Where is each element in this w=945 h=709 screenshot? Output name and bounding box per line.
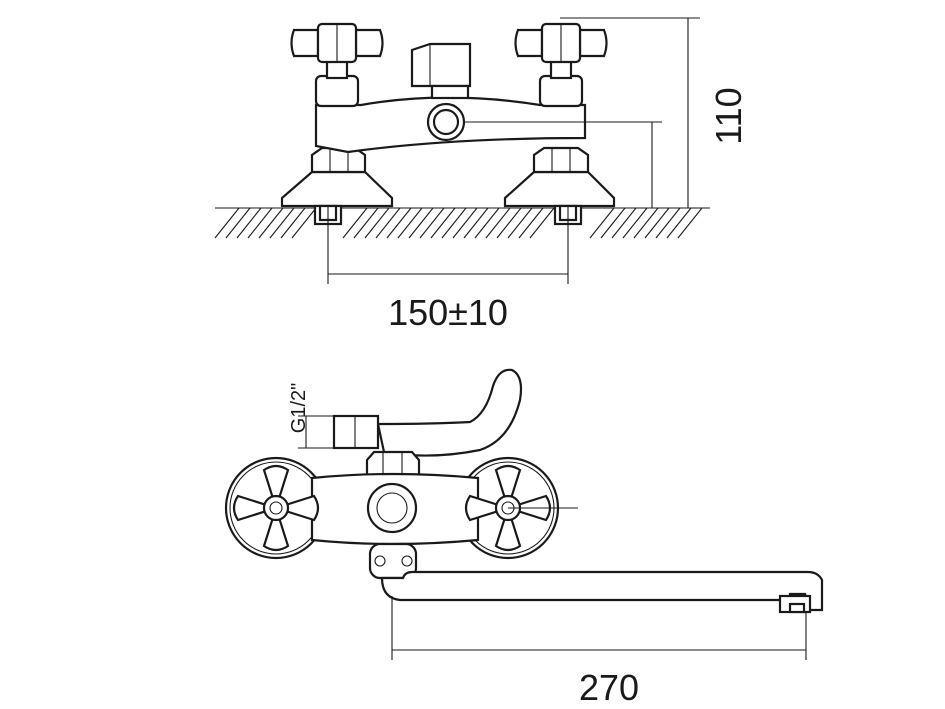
hatch-line: [677, 207, 703, 239]
shower-connector: [332, 414, 380, 450]
height-dimension: [465, 17, 700, 208]
hatch-line: [291, 207, 317, 239]
hatch-line: [666, 207, 692, 239]
left-valve-bonnet: [314, 74, 360, 108]
hatch-line: [600, 207, 626, 239]
height-label: 110: [708, 87, 749, 144]
hatch-line: [611, 207, 637, 239]
right-hex-nut: [532, 146, 590, 174]
hatch-line: [485, 207, 511, 239]
hatch-line: [463, 207, 489, 239]
spacing-label: 150±10: [388, 292, 508, 333]
hatch-line: [364, 207, 390, 239]
hatch-line: [496, 207, 522, 239]
hatch-line: [633, 207, 659, 239]
hatch-line: [269, 207, 295, 239]
right-cross-handle: [514, 22, 608, 64]
hatch-line: [644, 207, 670, 239]
hatch-line: [280, 207, 306, 239]
hatch-line: [214, 207, 240, 239]
thread-label: G1/2": [288, 383, 310, 433]
right-cross-handle-top: [464, 464, 578, 552]
hatch-line: [236, 207, 262, 239]
hatch-line: [529, 207, 555, 239]
hatch-line: [342, 207, 368, 239]
hatch-line: [622, 207, 648, 239]
hatch-line: [247, 207, 273, 239]
center-diverter: [366, 482, 418, 534]
wall-hatching: [214, 207, 710, 239]
spacing-dimension: [327, 206, 569, 284]
spout-length-dimension: [391, 596, 807, 660]
right-flange: [503, 170, 616, 208]
spout: [380, 570, 824, 612]
hatch-line: [397, 207, 423, 239]
lever-handle: [376, 368, 523, 457]
hatch-line: [353, 207, 379, 239]
hatch-line: [430, 207, 456, 239]
top-view: G1/2": [224, 368, 824, 708]
hatch-line: [375, 207, 401, 239]
left-cross-handle-top: [232, 464, 320, 552]
hatch-line: [408, 207, 434, 239]
hatch-line: [419, 207, 445, 239]
front-view: 110 150±10: [214, 17, 749, 333]
left-flange: [280, 170, 394, 208]
hatch-line: [655, 207, 681, 239]
diverter-knob: [410, 42, 472, 88]
hatch-line: [507, 207, 533, 239]
hatch-line: [589, 207, 615, 239]
right-valve-bonnet: [538, 74, 584, 108]
hatch-line: [258, 207, 284, 239]
hatch-line: [441, 207, 467, 239]
hatch-line: [386, 207, 412, 239]
left-cross-handle: [290, 22, 384, 64]
hatch-line: [518, 207, 544, 239]
hatch-line: [474, 207, 500, 239]
hatch-line: [452, 207, 478, 239]
hatch-line: [225, 207, 251, 239]
spout-length-label: 270: [579, 667, 639, 708]
